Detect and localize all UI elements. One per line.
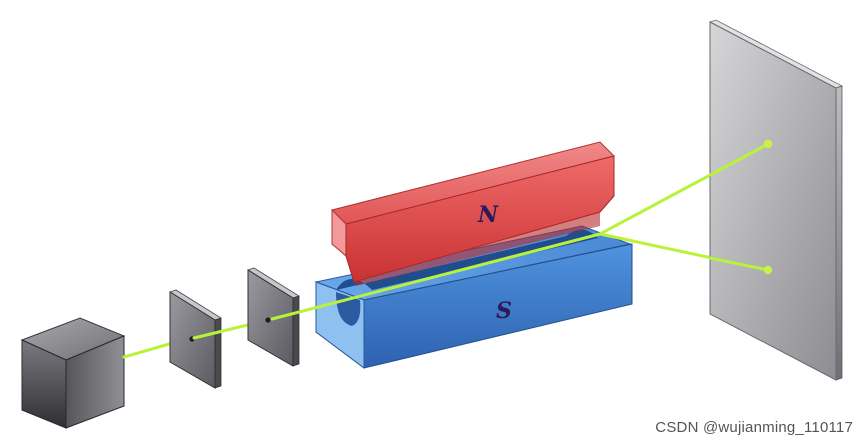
beam-segment-3 — [270, 232, 602, 321]
slit-plate-1 — [169, 289, 222, 389]
detector-spot-lower — [763, 265, 773, 275]
detector-screen — [708, 19, 844, 381]
south-pole-label: S — [496, 298, 512, 324]
watermark-text: CSDN @wujianming_110117 — [655, 419, 853, 436]
north-pole-label: N — [477, 202, 499, 228]
magnet-south — [314, 225, 633, 369]
magnet-north — [331, 141, 615, 286]
detector-spot-upper — [763, 139, 773, 149]
pinhole-2 — [265, 317, 271, 323]
source-cube — [20, 317, 126, 429]
slit-plate-2 — [247, 267, 300, 367]
beam-upper-on-screen — [708, 142, 770, 177]
beam-lower-on-screen — [708, 256, 770, 272]
